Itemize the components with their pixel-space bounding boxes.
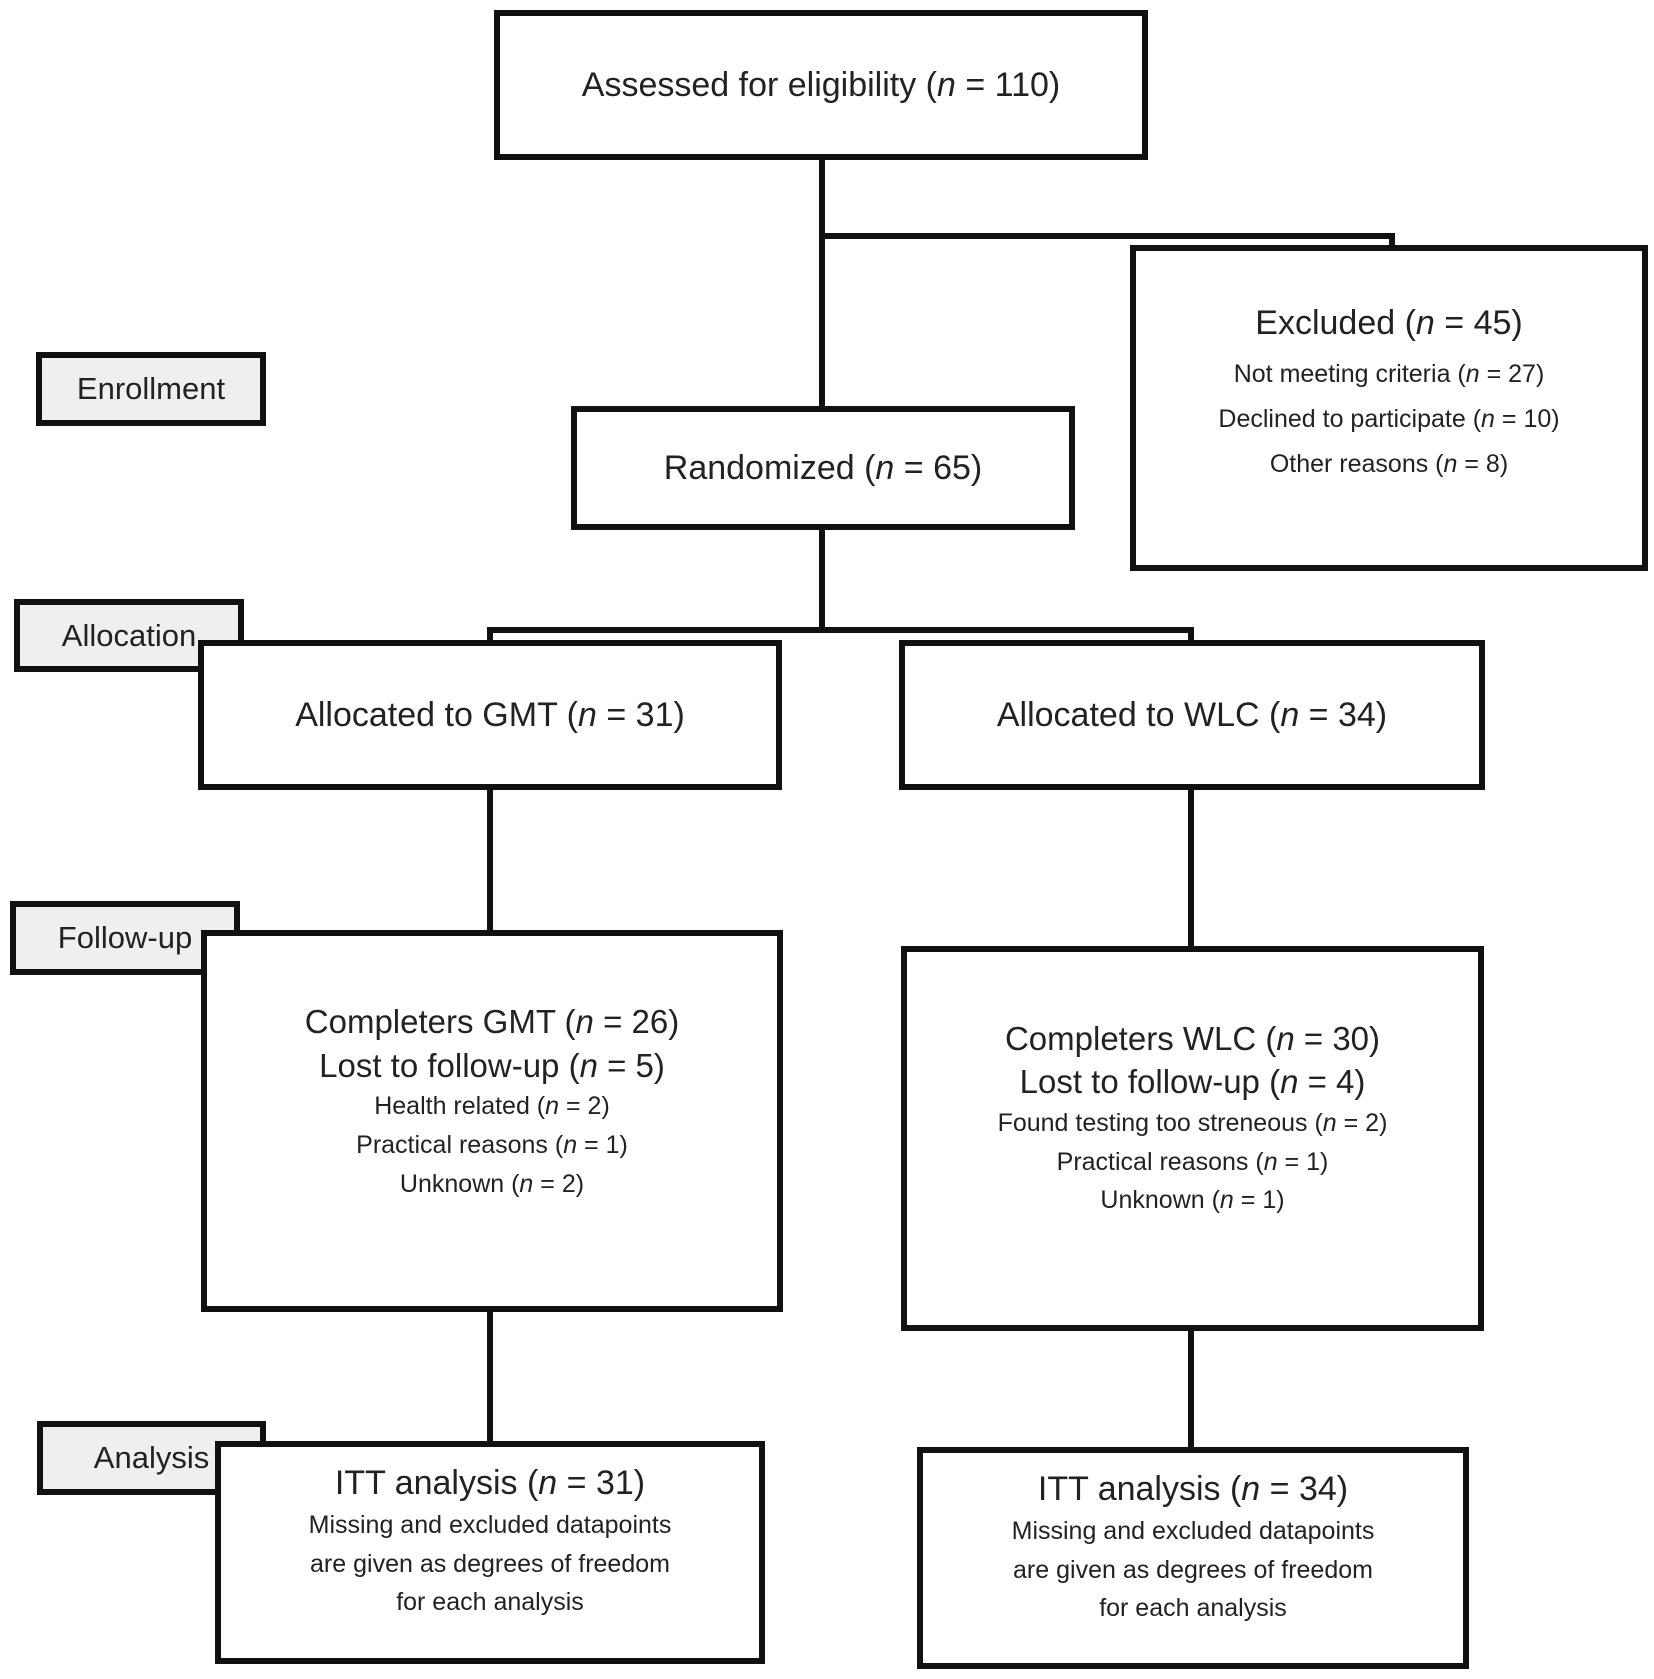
stage-label-enrollment: Enrollment [36,352,266,426]
assessed-box: Assessed for eligibility (n = 110) [494,10,1148,160]
analysis-gmt-note: are given as degrees of freedom [310,1549,670,1578]
lost-gmt-reason: Unknown (n = 2) [399,1169,585,1198]
completers-gmt-text: Completers GMT (n = 26) [304,1003,680,1041]
analysis-gmt-box: ITT analysis (n = 31) Missing and exclud… [215,1441,765,1664]
allocated-gmt-box: Allocated to GMT (n = 31) [198,640,782,790]
connector-to-excluded [822,233,1395,248]
connector-split-allocation [487,627,1194,642]
lost-wlc-text: Lost to follow-up (n = 4) [1019,1063,1366,1101]
followup-wlc-box: Completers WLC (n = 30) Lost to follow-u… [901,946,1484,1331]
analysis-gmt-title: ITT analysis (n = 31) [334,1464,646,1502]
excluded-box: Excluded (n = 45) Not meeting criteria (… [1130,245,1648,571]
allocated-wlc-text: Allocated to WLC (n = 34) [996,695,1388,734]
excluded-reason: Other reasons (n = 8) [1269,449,1509,478]
lost-gmt-text: Lost to follow-up (n = 5) [319,1046,665,1084]
analysis-wlc-note: Missing and excluded datapoints [1011,1516,1375,1545]
excluded-reason: Declined to participate (n = 10) [1218,404,1560,433]
analysis-wlc-box: ITT analysis (n = 34) Missing and exclud… [917,1447,1469,1669]
lost-wlc-reason: Practical reasons (n = 1) [1056,1147,1329,1176]
allocated-wlc-box: Allocated to WLC (n = 34) [899,640,1485,790]
analysis-gmt-note: Missing and excluded datapoints [308,1510,672,1539]
lost-wlc-reason: Unknown (n = 1) [1100,1186,1285,1215]
lost-gmt-reason: Practical reasons (n = 1) [356,1131,628,1160]
randomized-box: Randomized (n = 65) [571,406,1075,530]
assessed-text: Assessed for eligibility (n = 110) [581,65,1061,104]
followup-gmt-box: Completers GMT (n = 26) Lost to follow-u… [201,930,783,1312]
completers-wlc-text: Completers WLC (n = 30) [1004,1019,1381,1057]
analysis-wlc-note: for each analysis [1099,1594,1287,1623]
lost-gmt-reason: Health related (n = 2) [374,1092,610,1121]
stage-label-allocation: Allocation [14,599,244,672]
allocated-gmt-text: Allocated to GMT (n = 31) [295,695,685,734]
analysis-wlc-note: are given as degrees of freedom [1013,1555,1373,1584]
analysis-gmt-note: for each analysis [396,1588,584,1617]
lost-wlc-reason: Found testing too streneous (n = 2) [997,1108,1388,1137]
randomized-text: Randomized (n = 65) [663,448,983,487]
analysis-wlc-title: ITT analysis (n = 34) [1037,1470,1349,1508]
excluded-reason: Not meeting criteria (n = 27) [1233,359,1545,388]
excluded-title: Excluded (n = 45) [1255,304,1523,343]
